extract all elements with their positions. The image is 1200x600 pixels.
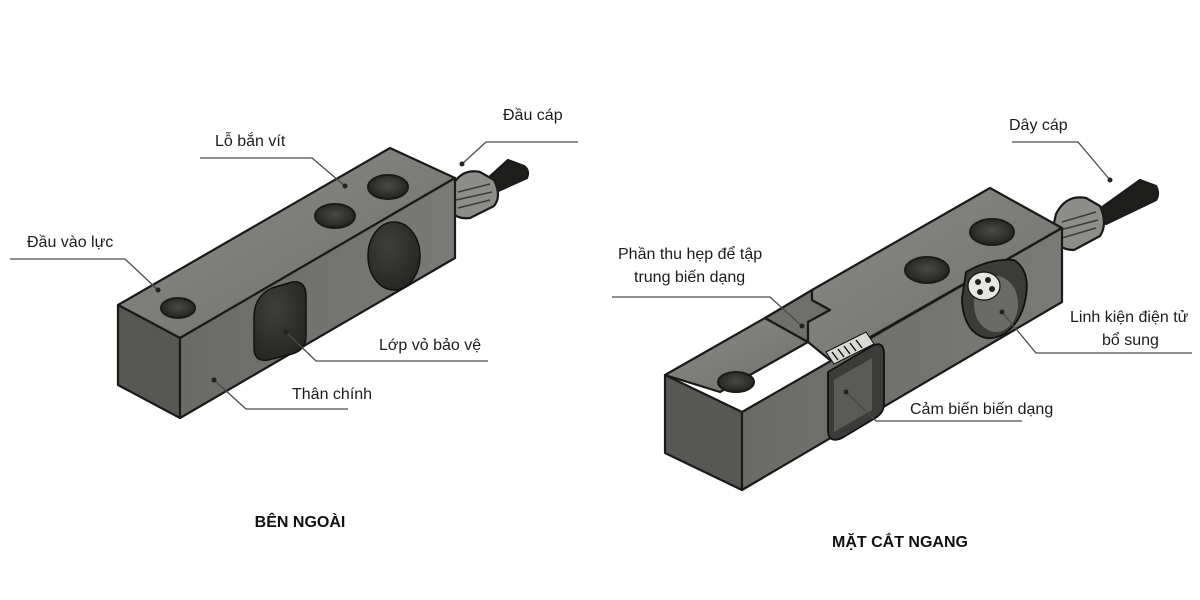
label-narrowed-section-2: trung biến dạng bbox=[634, 269, 745, 286]
strain-gauge bbox=[825, 331, 875, 365]
section-screw-hole-2 bbox=[904, 256, 950, 284]
cable-gland-left bbox=[446, 158, 530, 220]
electronics-board bbox=[967, 271, 1001, 301]
section-screw-hole-1 bbox=[717, 371, 755, 393]
label-main-body: Thân chính bbox=[292, 386, 372, 403]
label-screw-holes: Lỗ bắn vít bbox=[215, 131, 286, 150]
label-electronics-2: bổ sung bbox=[1102, 331, 1159, 349]
caption-exterior: BÊN NGOÀI bbox=[255, 512, 346, 531]
section-screw-hole-3 bbox=[969, 218, 1015, 246]
label-cable: Dây cáp bbox=[1009, 117, 1068, 134]
screw-hole-3 bbox=[367, 174, 409, 200]
label-strain-gauge: Cảm biến biến dạng bbox=[910, 401, 1053, 418]
screw-hole-2 bbox=[314, 203, 356, 229]
label-force-input: Đầu vào lực bbox=[27, 234, 113, 251]
caption-cross-section: MẶT CẮT NGANG bbox=[832, 532, 968, 551]
label-cable-end: Đầu cáp bbox=[503, 107, 563, 124]
label-protective-cover: Lớp vỏ bảo vệ bbox=[379, 337, 481, 354]
label-electronics-1: Linh kiện điện tử bbox=[1070, 309, 1189, 326]
exterior-view: Đầu cáp Lỗ bắn vít Đầu vào lực Lớp vỏ bả… bbox=[10, 107, 578, 531]
cross-section-view: Dây cáp Phần thu hẹp để tập trung biến d… bbox=[612, 117, 1192, 551]
screw-hole-1 bbox=[160, 297, 196, 319]
side-circular-cover bbox=[367, 221, 421, 291]
protective-cover bbox=[253, 281, 307, 361]
cable-gland-right bbox=[1050, 178, 1160, 252]
label-narrowed-section-1: Phần thu hẹp để tập bbox=[618, 245, 762, 263]
